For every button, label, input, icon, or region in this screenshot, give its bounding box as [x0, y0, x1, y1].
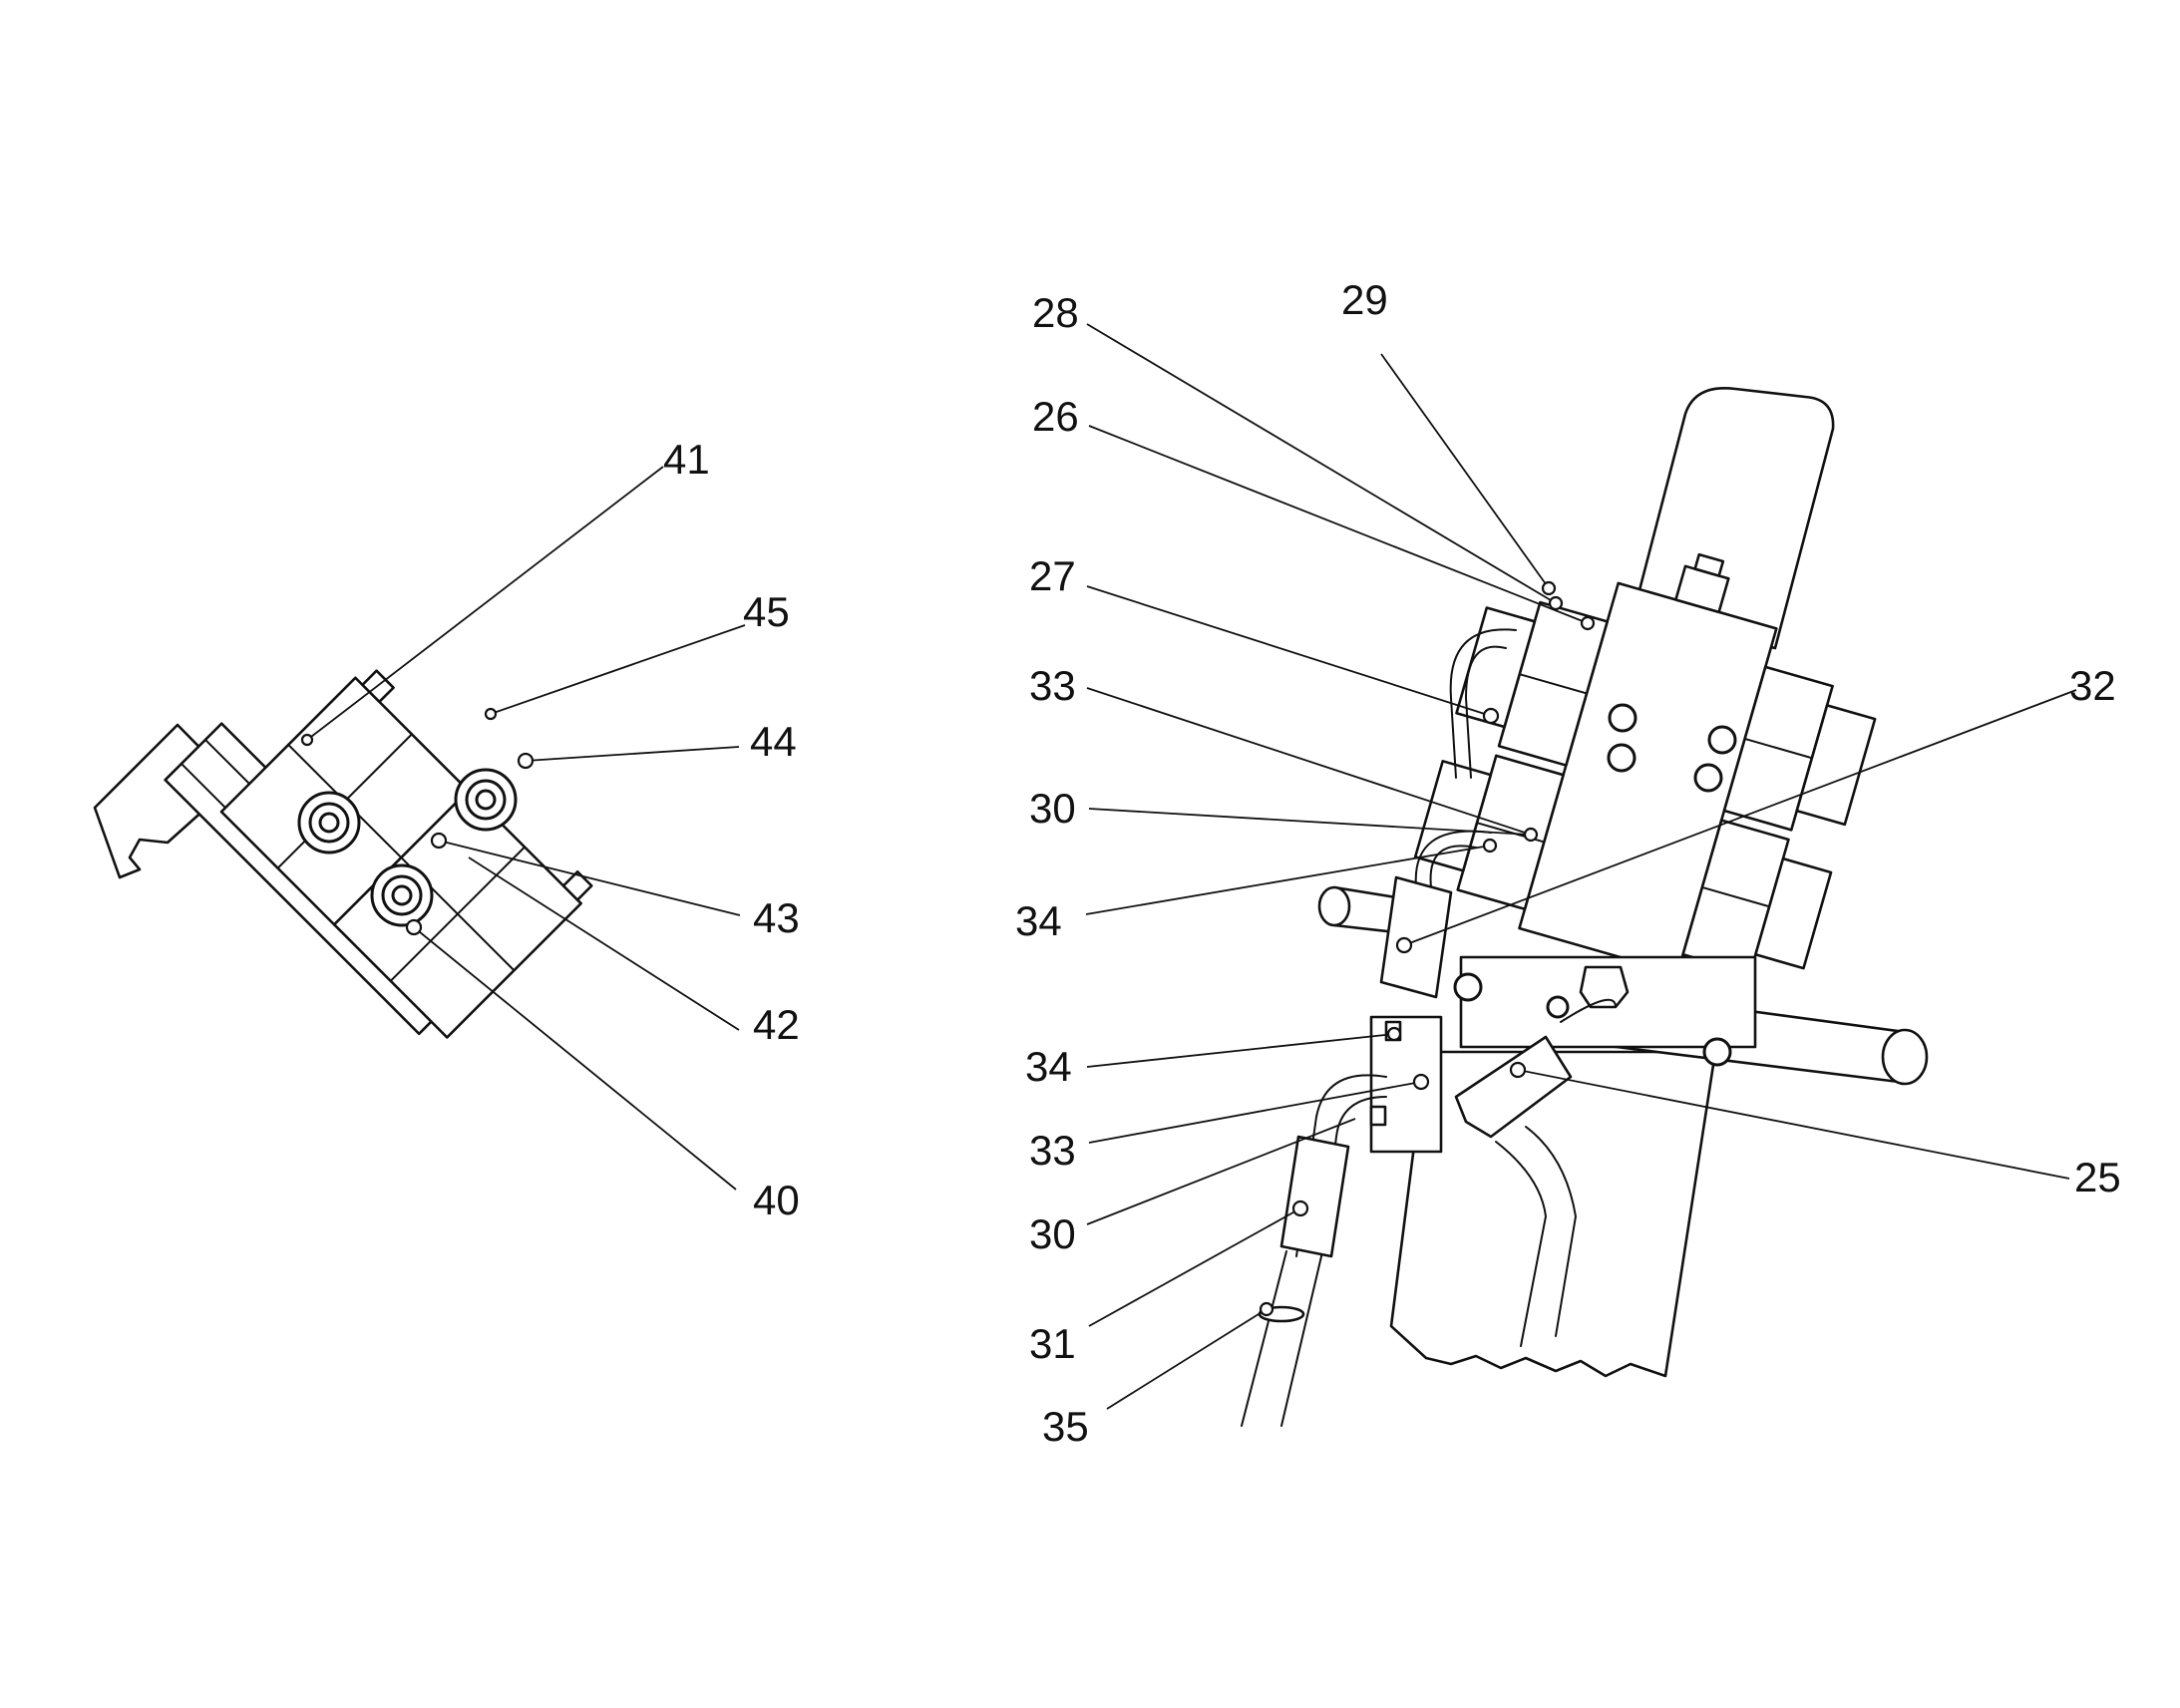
hose-fitting-31 — [1279, 1135, 1350, 1258]
hose-fitting-34 — [1379, 875, 1453, 999]
callout-30-upper: 30 — [1029, 785, 1076, 832]
callout-41: 41 — [663, 436, 710, 483]
left-assembly — [93, 669, 593, 1039]
elbow-fitting-25 — [1454, 1035, 1573, 1139]
hose-tail — [1241, 1250, 1287, 1427]
port-2 — [1607, 743, 1636, 773]
lower-post — [1389, 1050, 1717, 1378]
callout-25: 25 — [2074, 1154, 2121, 1200]
leader-lines — [306, 323, 2077, 1410]
callout-32: 32 — [2069, 662, 2116, 709]
right-assembly — [1241, 387, 1929, 1427]
callout-30-lower: 30 — [1029, 1210, 1076, 1257]
leader-dots — [300, 580, 1596, 1317]
port-1 — [1608, 703, 1637, 733]
callout-27: 27 — [1029, 552, 1076, 599]
port-3 — [1707, 725, 1737, 755]
callout-34-lower: 34 — [1025, 1043, 1072, 1090]
callout-29: 29 — [1341, 276, 1388, 323]
clamp-hub-2 — [454, 768, 518, 832]
callout-26: 26 — [1032, 393, 1079, 440]
callout-34-upper: 34 — [1015, 897, 1062, 944]
callout-33-upper: 33 — [1029, 662, 1076, 709]
callout-44: 44 — [750, 718, 797, 765]
callout-35: 35 — [1042, 1403, 1089, 1450]
hose-middle-left — [1429, 845, 1477, 888]
hose-upper-left — [1464, 645, 1507, 779]
clamp-screw-head-44 — [561, 869, 593, 901]
lower-valve-block — [1369, 1015, 1443, 1154]
callout-labels: 41 45 44 43 42 40 28 29 26 27 33 32 30 3… — [663, 276, 2121, 1450]
callout-31: 31 — [1029, 1320, 1076, 1367]
callout-45: 45 — [743, 588, 790, 635]
callout-33-lower: 33 — [1029, 1127, 1076, 1174]
clamp-hub-3 — [370, 863, 434, 927]
callout-42: 42 — [753, 1001, 800, 1048]
callout-40: 40 — [753, 1177, 800, 1223]
callout-43: 43 — [753, 894, 800, 941]
callout-28: 28 — [1032, 289, 1079, 336]
port-4 — [1693, 763, 1723, 793]
clamp-hub-1 — [297, 791, 361, 854]
hose-lower-left — [1295, 1074, 1387, 1257]
